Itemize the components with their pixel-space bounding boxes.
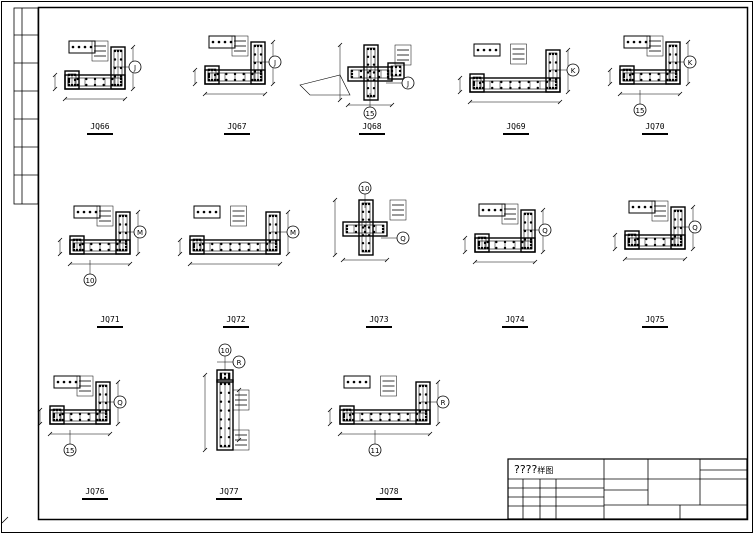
column-detail-1: J (52, 40, 142, 102)
detail-label: JQ76 (65, 487, 125, 500)
column-detail-13: R 11 (327, 375, 450, 457)
detail-label: JQ67 (207, 122, 267, 135)
title-block-title: ????样图 (514, 463, 554, 476)
axis-letter-bubble: J (406, 80, 409, 88)
axis-number-bubble: 10 (86, 277, 95, 285)
column-detail-10: Q (612, 200, 702, 262)
detail-label: JQ68 (342, 122, 402, 135)
axis-letter-bubble: Q (542, 227, 548, 235)
axis-letter-bubble: R (441, 399, 446, 407)
axis-letter-bubble: Q (692, 224, 698, 232)
axis-letter-bubble: K (571, 67, 576, 75)
axis-number-bubble: 15 (366, 110, 375, 118)
axis-number-bubble: 10 (361, 185, 370, 193)
axis-letter-bubble: R (237, 359, 242, 367)
axis-letter-bubble: K (688, 59, 693, 67)
detail-label: JQ77 (199, 487, 259, 500)
axis-number-bubble: 11 (371, 447, 380, 455)
axis-letter-bubble: J (133, 64, 136, 72)
axis-number-bubble: 10 (221, 347, 230, 355)
column-detail-7: M (177, 205, 300, 267)
axis-letter-bubble: Q (117, 399, 123, 407)
column-detail-8: Q 10 (332, 181, 410, 263)
binding-strip (13, 7, 39, 205)
column-detail-4: K (457, 43, 580, 105)
axis-letter-bubble: M (290, 229, 296, 237)
column-detail-11: Q 15 (37, 375, 127, 457)
column-detail-12: R 10 (202, 343, 250, 453)
axis-number-bubble: 15 (636, 107, 645, 115)
column-detail-5: K 15 (607, 35, 697, 117)
axis-letter-bubble: Q (400, 235, 406, 243)
title-block (507, 458, 748, 520)
column-detail-2: J (192, 35, 282, 97)
detail-label: JQ70 (625, 122, 685, 135)
detail-label: JQ71 (80, 315, 140, 328)
detail-label: JQ66 (70, 122, 130, 135)
column-detail-9: Q (462, 203, 552, 265)
column-detail-6: M 10 (57, 205, 147, 287)
detail-label: JQ72 (206, 315, 266, 328)
axis-number-bubble: 15 (66, 447, 75, 455)
detail-label: JQ78 (359, 487, 419, 500)
inner-frame (37, 6, 749, 521)
detail-label: JQ75 (625, 315, 685, 328)
detail-label: JQ69 (486, 122, 546, 135)
axis-letter-bubble: M (137, 229, 143, 237)
axis-letter-bubble: J (273, 59, 276, 67)
column-detail-3: J 15 (299, 42, 415, 120)
detail-label: JQ73 (349, 315, 409, 328)
detail-label: JQ74 (485, 315, 545, 328)
